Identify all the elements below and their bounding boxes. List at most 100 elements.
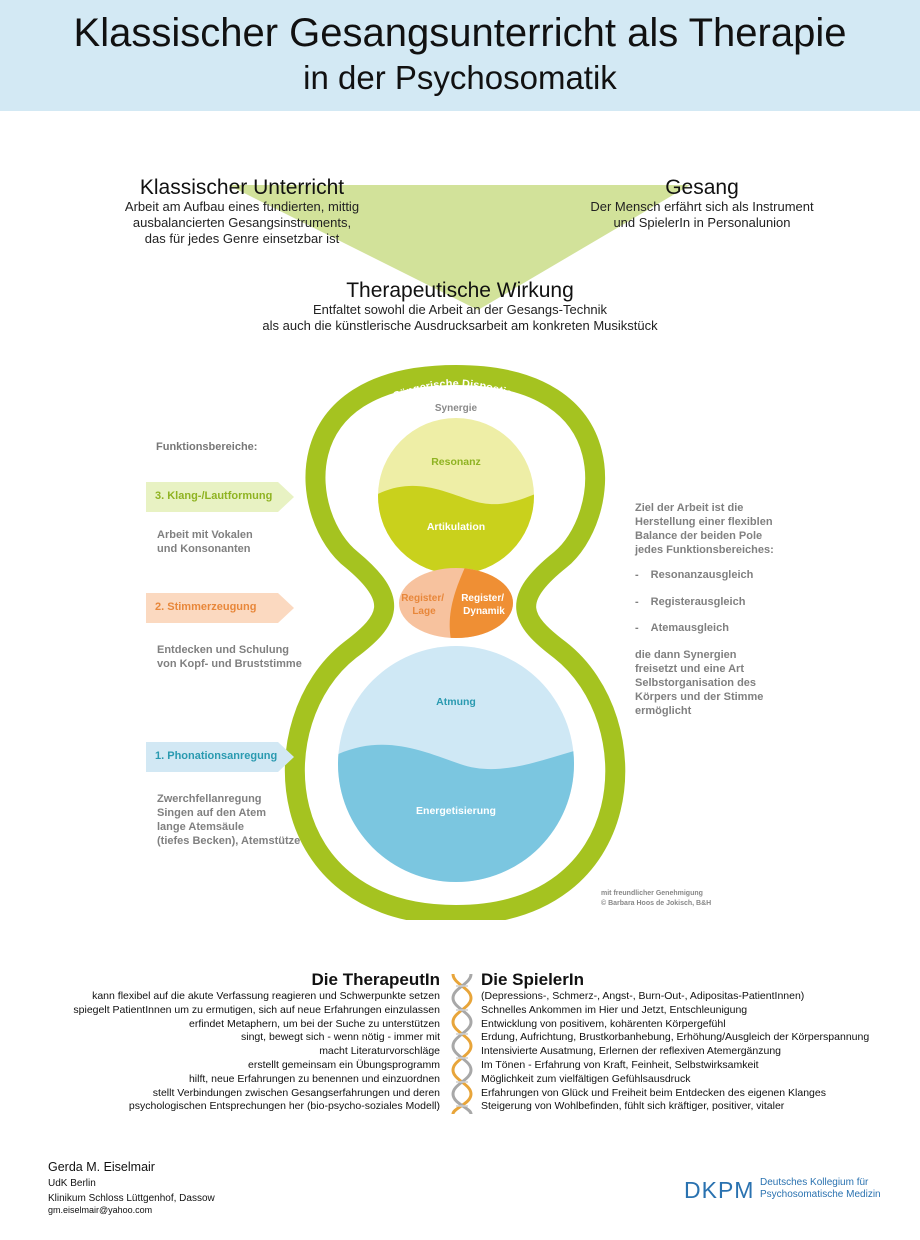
list-item: erstellt gemeinsam ein Übungsprogramm: [248, 1058, 440, 1071]
dkpm-logo-subtitle: Deutsches Kollegium für Psychosomatische…: [760, 1177, 881, 1201]
artikulation-area: [378, 485, 534, 574]
desc-line: freisetzt und eine Art: [635, 663, 744, 675]
phonation-desc: Zwerchfellanregung Singen auf den Atem l…: [157, 792, 300, 848]
goal-intro: Ziel der Arbeit ist die Herstellung eine…: [635, 501, 835, 557]
desc-line: Herstellung einer flexiblen: [635, 516, 773, 528]
tag-arrow-shape: [146, 742, 294, 772]
dna-helix-icon: [451, 973, 473, 1115]
register-lage-label: Register/ Lage: [401, 593, 447, 617]
bullet-mark: -: [635, 569, 639, 581]
list-item: stellt Verbindungen zwischen Gesangserfa…: [152, 1086, 440, 1099]
credit-line: © Barbara Hoos de Jokisch, B&H: [601, 900, 712, 907]
desc-line: ermöglicht: [635, 705, 692, 717]
tag-klang-lautformung: 3. Klang-/Lautformung: [146, 482, 294, 512]
triangle-right-desc: Der Mensch erfährt sich als Instrument u…: [552, 199, 852, 231]
affiliation-line: Klinikum Schloss Lüttgenhof, Dassow: [48, 1193, 215, 1204]
desc-line: Zwerchfellanregung: [157, 793, 262, 805]
list-item: Erdung, Aufrichtung, Brustkorbanhebung, …: [481, 1031, 870, 1044]
spieler-list: (Depressions-, Schmerz-, Angst-, Burn-Ou…: [481, 990, 911, 1114]
bullet-text: Atemausgleich: [650, 622, 729, 634]
therapeut-list: kann flexibel auf die akute Verfassung r…: [20, 990, 440, 1114]
desc-line: Singen auf den Atem: [157, 807, 266, 819]
list-item: Erfahrungen von Glück und Freiheit beim …: [481, 1086, 826, 1099]
desc-line: Selbstorganisation des: [635, 677, 757, 689]
desc-line: Ziel der Arbeit ist die: [635, 502, 744, 514]
goal-bullet: -Resonanzausgleich: [635, 568, 835, 595]
goal-bullet: -Atemausgleich: [635, 621, 835, 648]
tag-arrow-shape: [146, 593, 294, 623]
list-item: Möglichkeit zum vielfältigen Gefühlsausd…: [481, 1072, 691, 1085]
desc-line: und SpielerIn in Personalunion: [613, 215, 791, 230]
list-item: hilft, neue Erfahrungen zu benennen und …: [188, 1072, 440, 1085]
affiliation-line: UdK Berlin: [48, 1178, 96, 1189]
triangle-bottom-desc: Entfaltet sowohl die Arbeit an der Gesan…: [160, 302, 760, 334]
list-item: Im Tönen - Erfahrung von Kraft, Feinheit…: [481, 1058, 759, 1071]
klang-desc: Arbeit mit Vokalen und Konsonanten: [157, 528, 253, 556]
artikulation-label: Artikulation: [427, 521, 485, 533]
resonanz-label: Resonanz: [431, 456, 481, 468]
register-dynamik-label: Register/ Dynamik: [461, 593, 507, 617]
spieler-title: Die SpielerIn: [481, 970, 584, 989]
page-title: Klassischer Gesangsunterricht als Therap…: [73, 11, 847, 55]
list-item: erfindet Metaphern, um bei der Suche zu …: [189, 1017, 440, 1030]
desc-line: Arbeit am Aufbau eines fundierten, mitti…: [124, 199, 360, 214]
tag-arrow-shape: [146, 482, 294, 512]
triangle-right-title: Gesang: [665, 176, 739, 199]
logo-sub-line: Psychosomatische Medizin: [760, 1189, 881, 1200]
list-item: Steigerung von Wohlbefinden, fühlt sich …: [481, 1100, 785, 1113]
goal-bullet-list: -Resonanzausgleich -Registerausgleich -A…: [635, 568, 835, 648]
stimme-desc: Entdecken und Schulung von Kopf- und Bru…: [157, 643, 302, 671]
synergie-label: Synergie: [435, 403, 478, 414]
tag-label: 1. Phonationsanregung: [155, 750, 278, 762]
resonance-circle: [378, 418, 534, 574]
desc-line: Der Mensch erfährt sich als Instrument: [590, 199, 814, 214]
desc-line: ausbalancierten Gesangsinstruments,: [132, 215, 352, 230]
desc-line: Entdecken und Schulung: [157, 644, 290, 656]
list-item: Schnelles Ankommen im Hier und Jetzt, En…: [481, 1003, 748, 1016]
bullet-mark: -: [635, 595, 639, 608]
goal-outro: die dann Synergien freisetzt und eine Ar…: [635, 648, 835, 718]
page-subtitle: in der Psychosomatik: [303, 59, 617, 96]
list-item: macht Literaturvorschläge: [319, 1045, 440, 1058]
header-banner: Klassischer Gesangsunterricht als Therap…: [0, 0, 920, 111]
list-item: (Depressions-, Schmerz-, Angst-, Burn-Ou…: [481, 990, 805, 1002]
triangle-bottom-title: Therapeutische Wirkung: [346, 279, 574, 302]
voice-diagram: Sängerische Dispostion Psycho-physische …: [0, 360, 920, 920]
desc-line: lange Atemsäule: [157, 821, 245, 833]
triangle-left-desc: Arbeit am Aufbau eines fundierten, mitti…: [92, 199, 392, 247]
concept-triangle: [228, 185, 690, 310]
desc-line: (tiefes Becken), Atemstütze: [157, 835, 301, 847]
atmung-label: Atmung: [436, 696, 476, 708]
desc-line: Balance der beiden Pole: [635, 530, 763, 542]
author-email: gm.eiselmair@yahoo.com: [48, 1205, 153, 1215]
tag-label: 2. Stimmerzeugung: [155, 601, 257, 613]
tag-stimmerzeugung: 2. Stimmerzeugung: [146, 593, 294, 623]
image-credit: mit freundlicher Genehmigung © Barbara H…: [601, 889, 711, 909]
bullet-text: Registerausgleich: [650, 595, 746, 608]
desc-line: und Konsonanten: [157, 543, 251, 555]
bullet-mark: -: [635, 622, 639, 634]
energetisierung-label: Energetisierung: [416, 805, 496, 817]
desc-line: jedes Funktionsbereiches:: [635, 544, 774, 556]
tag-label: 3. Klang-/Lautformung: [155, 490, 273, 502]
list-item: Intensivierte Ausatmung, Erlernen der re…: [481, 1045, 782, 1058]
list-item: Entwicklung von positivem, kohärenten Kö…: [481, 1017, 726, 1030]
funktionsbereiche-heading: Funktionsbereiche:: [156, 441, 258, 453]
dkpm-logo: DKPM: [684, 1177, 755, 1203]
logo-sub-line: Deutsches Kollegium für: [760, 1177, 869, 1188]
goal-bullet: -Registerausgleich: [635, 595, 835, 622]
list-item: psychologischen Entsprechungen her (bio-…: [128, 1100, 440, 1113]
desc-line: das für jedes Genre einsetzbar ist: [144, 231, 340, 246]
desc-line: Entfaltet sowohl die Arbeit an der Gesan…: [312, 302, 608, 317]
tag-phonationsanregung: 1. Phonationsanregung: [146, 742, 294, 772]
desc-line: die dann Synergien: [635, 649, 737, 661]
therapeut-title: Die TherapeutIn: [311, 970, 440, 989]
author-affiliations: UdK Berlin Klinikum Schloss Lüttgenhof, …: [48, 1176, 215, 1206]
triangle-shape: [228, 185, 690, 310]
author-name: Gerda M. Eiselmair: [48, 1160, 155, 1174]
desc-line: Körpers und der Stimme: [635, 691, 764, 703]
bullet-text: Resonanzausgleich: [650, 569, 754, 581]
desc-line: Arbeit mit Vokalen: [157, 529, 253, 541]
energetisierung-area: [338, 744, 574, 882]
list-item: kann flexibel auf die akute Verfassung r…: [92, 990, 440, 1002]
